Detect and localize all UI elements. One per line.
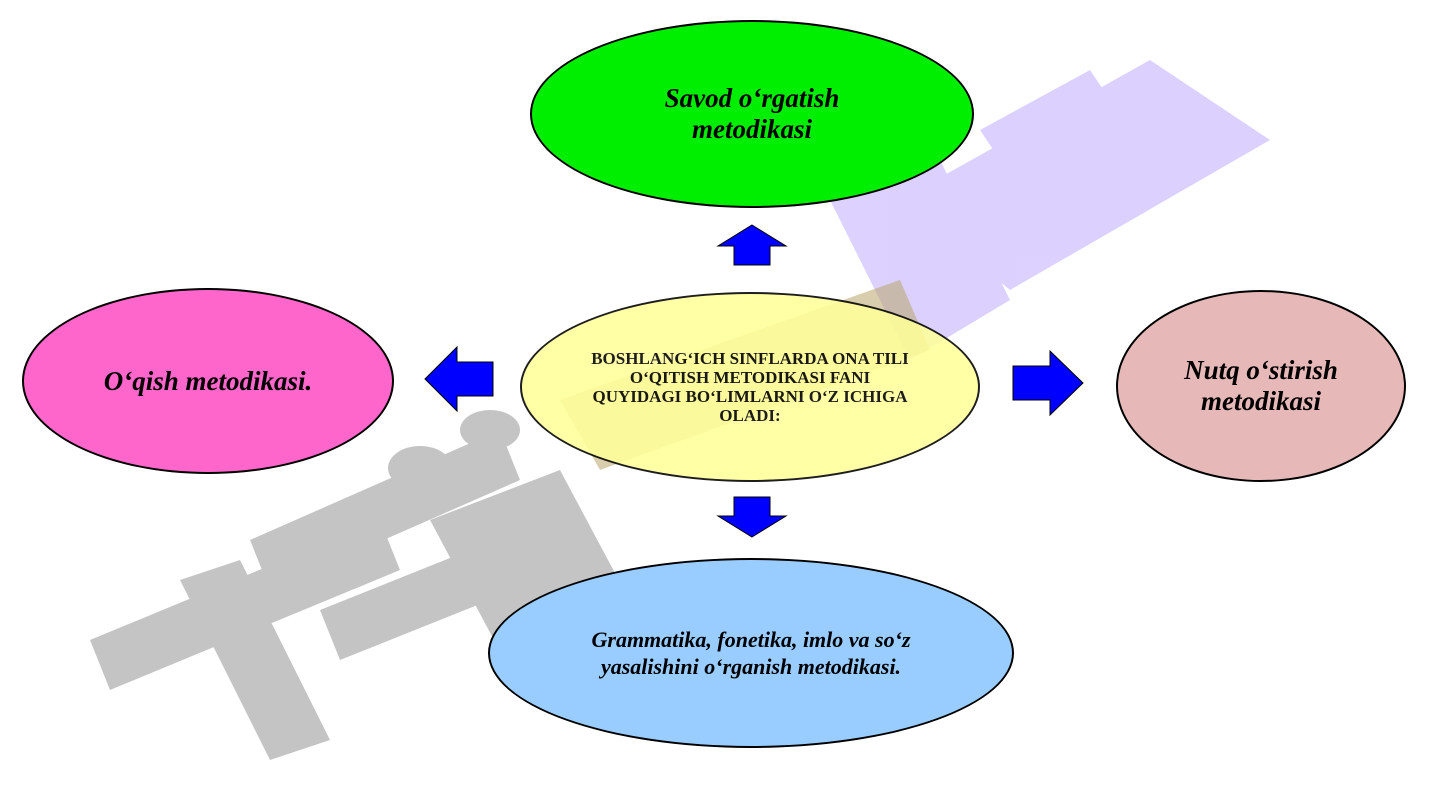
arrow-right-icon <box>1012 350 1084 416</box>
node-savod: Savod o‘rgatish metodikasi <box>530 20 974 208</box>
node-savod-label: Savod o‘rgatish metodikasi <box>664 83 840 144</box>
node-center: BOSHLANG‘ICH SINFLARDA ONA TILI O‘QITISH… <box>520 292 980 482</box>
arrow-down-icon <box>716 496 788 538</box>
node-center-label: BOSHLANG‘ICH SINFLARDA ONA TILI O‘QITISH… <box>591 349 909 425</box>
node-oqish-label: O‘qish metodikasi. <box>103 365 313 396</box>
node-grammatika-label: Grammatika, fonetika, imlo va so‘z yasal… <box>591 627 911 679</box>
node-nutq: Nutq o‘stirish metodikasi <box>1116 290 1406 482</box>
node-nutq-label: Nutq o‘stirish metodikasi <box>1184 355 1338 416</box>
node-grammatika: Grammatika, fonetika, imlo va so‘z yasal… <box>488 558 1014 748</box>
arrow-left-icon <box>424 346 494 412</box>
arrow-up-icon <box>716 224 788 266</box>
node-oqish: O‘qish metodikasi. <box>22 288 394 474</box>
